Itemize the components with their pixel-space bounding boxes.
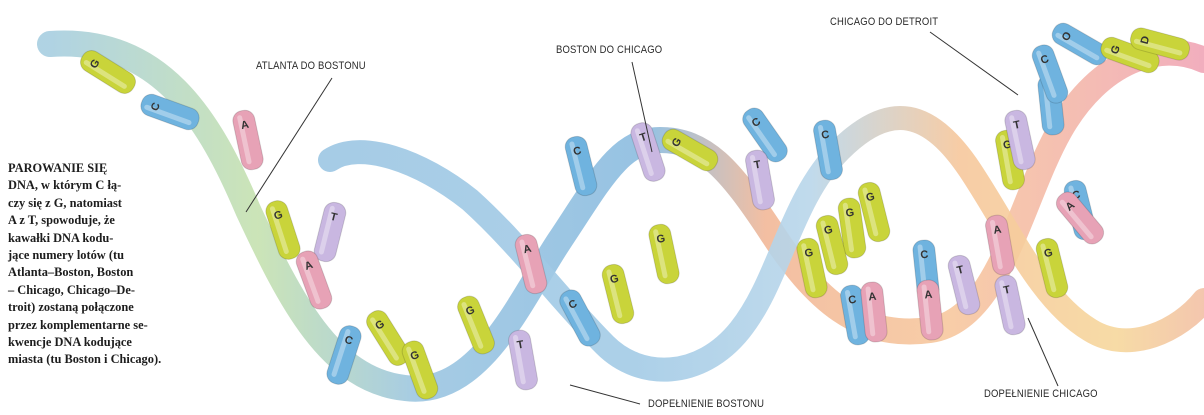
label-chicago-detroit: CHICAGO DO DETROIT <box>830 16 938 28</box>
caption-line: czy się z G, natomiast <box>8 195 236 212</box>
caption-line: – Chicago, Chicago–De- <box>8 282 236 299</box>
caption-line: troit) zostaną połączone <box>8 299 236 316</box>
caption-line: kwencje DNA kodujące <box>8 334 236 351</box>
base-pair-c: C <box>563 134 599 198</box>
base-pair-g: G <box>647 222 681 285</box>
leader-chicago-detroit <box>930 32 1018 95</box>
base-pair-t: T <box>507 329 539 392</box>
label-dopelnienie-bostonu: DOPEŁNIENIE BOSTONU <box>648 398 764 410</box>
base-pair-c: C <box>556 286 604 349</box>
caption-line: DNA, w którym C łą- <box>8 177 236 194</box>
base-letter: G <box>845 207 855 220</box>
caption-line: przez komplementarne se- <box>8 317 236 334</box>
caption-line: miasta (tu Boston i Chicago). <box>8 351 236 368</box>
base-letter: C <box>920 249 929 262</box>
base-pair-t: T <box>312 200 348 264</box>
base-letter: A <box>924 289 933 302</box>
label-atlanta-boston: ATLANTA DO BOSTONU <box>256 60 366 72</box>
caption-line: jące numery lotów (tu <box>8 247 236 264</box>
leader-dopelnienie-bostonu <box>570 385 640 404</box>
base-pair-t: T <box>993 273 1027 336</box>
caption-line: A z T, spowoduje, że <box>8 212 236 229</box>
label-dopelnienie-chicago: DOPEŁNIENIE CHICAGO <box>984 388 1098 400</box>
base-cylinder <box>556 286 604 349</box>
base-pair-c: C <box>1029 42 1070 106</box>
label-boston-chicago: BOSTON DO CHICAGO <box>556 44 662 56</box>
base-pair-g: G <box>600 262 636 326</box>
caption-line: PAROWANIE SIĘ <box>8 160 236 177</box>
caption-line: Atlanta–Boston, Boston <box>8 264 236 281</box>
base-letter: A <box>868 291 877 304</box>
caption-line: kawałki DNA kodu- <box>8 230 236 247</box>
leader-dopelnienie-chicago <box>1028 318 1058 386</box>
caption: PAROWANIE SIĘ DNA, w którym C łą- czy si… <box>8 160 236 369</box>
base-cylinder <box>1029 42 1070 106</box>
